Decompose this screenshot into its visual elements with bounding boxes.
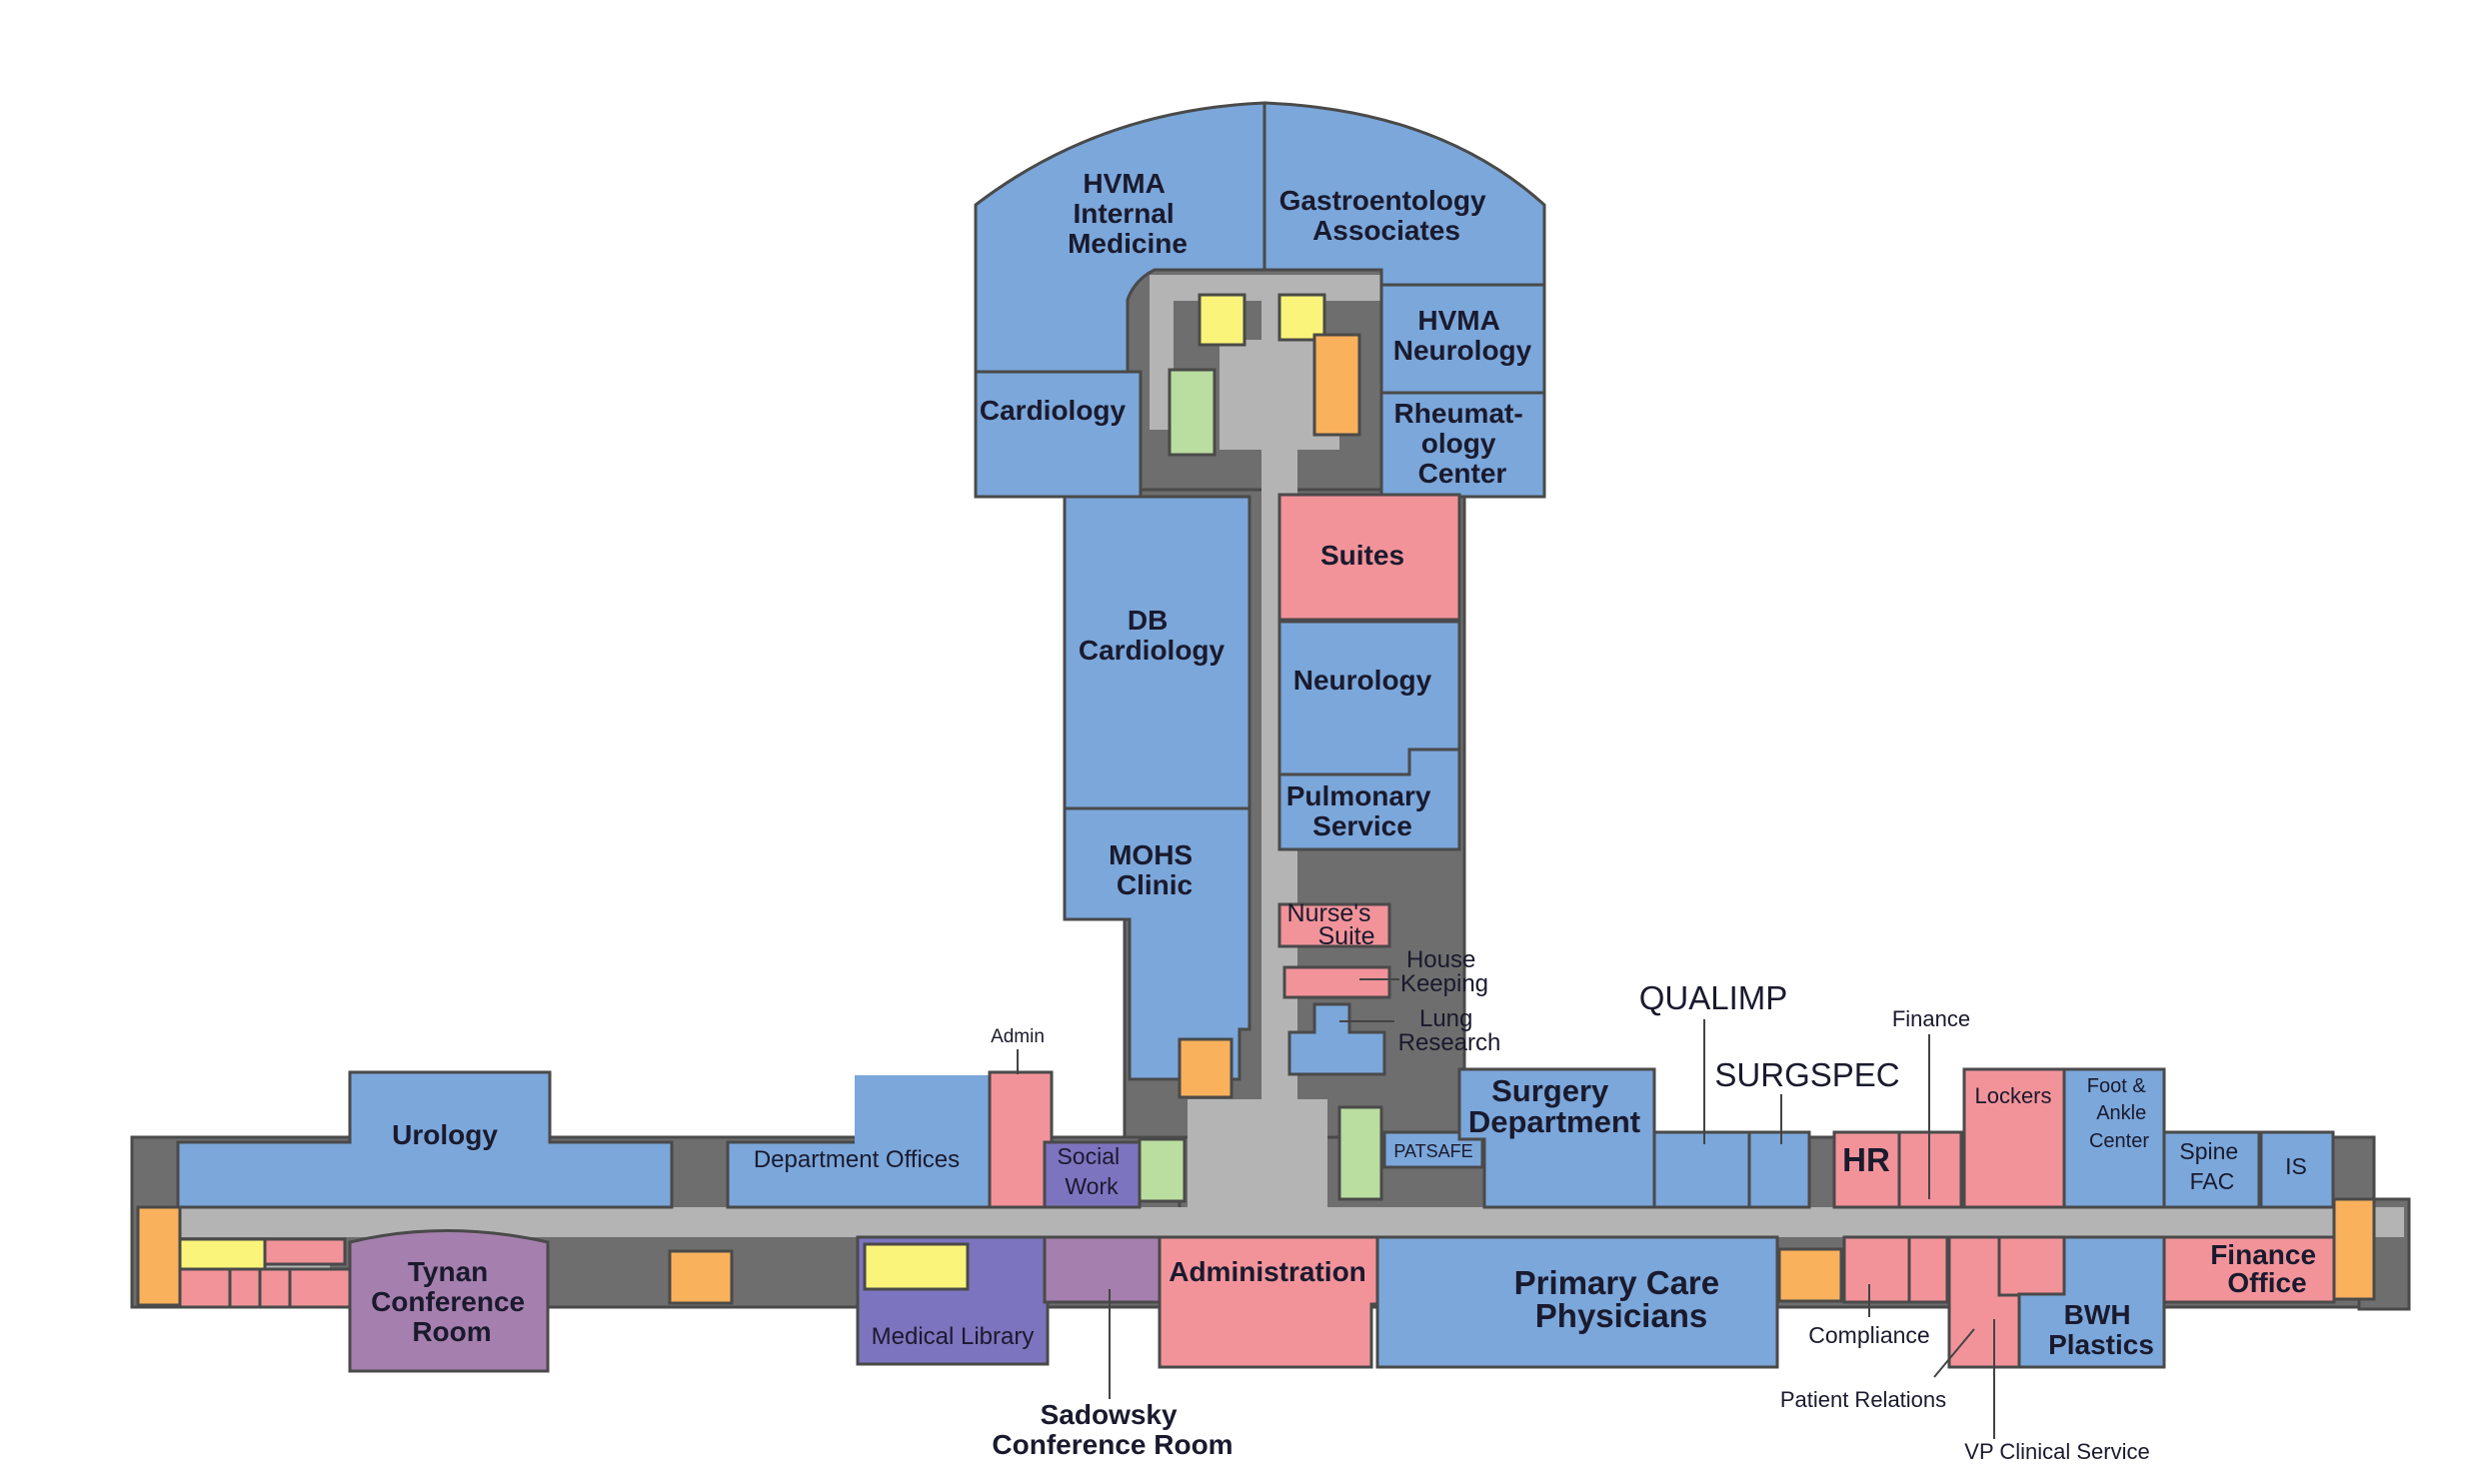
north-amenity-yellow-right — [1277, 293, 1326, 342]
label-spine-fac: Spine FAC — [2179, 1138, 2244, 1194]
label-mohs-clinic: MOHS Clinic — [1109, 839, 1201, 900]
room-rheumatology-center[interactable] — [1379, 391, 1546, 499]
label-db-cardiology: DB Cardiology — [1079, 605, 1226, 666]
room-finance-office[interactable] — [2162, 1235, 2336, 1304]
room-lockers[interactable] — [1962, 1067, 2066, 1209]
label-nurses-suite: Nurse's Suite — [1287, 899, 1378, 950]
label-qualimp: QUALIMP — [1639, 979, 1788, 1016]
label-hr: HR — [1842, 1141, 1890, 1178]
label-lung-research: Lung Research — [1398, 1005, 1501, 1056]
label-department-offices: Department Offices — [754, 1146, 960, 1173]
label-is: IS — [2285, 1153, 2307, 1179]
label-finance: Finance — [1892, 1006, 1970, 1031]
label-finance-office: Finance Office — [2210, 1239, 2324, 1298]
label-sadowsky-conference-room: Sadowsky Conference Room — [992, 1399, 1233, 1460]
label-urology: Urology — [392, 1119, 498, 1150]
tower-amenity-green-right — [1337, 1105, 1383, 1201]
leader-lines — [1017, 978, 1995, 1439]
label-lockers: Lockers — [1974, 1083, 2051, 1108]
west-amenity-orange — [136, 1205, 182, 1307]
room-patsafe[interactable] — [1382, 1130, 1484, 1169]
west-small-office — [178, 1267, 232, 1309]
leader-line-patient-relations — [1933, 1328, 1975, 1378]
north-amenity-orange — [1312, 333, 1361, 437]
room-primary-care-physicians[interactable] — [1375, 1235, 1779, 1369]
label-primary-care-physicians: Primary Care Physicians — [1514, 1264, 1729, 1334]
label-compliance: Compliance — [1808, 1322, 1929, 1348]
label-cardiology: Cardiology — [980, 395, 1127, 426]
label-rheumatology-center: Rheumat- ology Center — [1394, 398, 1531, 489]
label-hvma-internal-medicine: HVMA Internal Medicine — [1068, 168, 1188, 259]
label-administration: Administration — [1169, 1256, 1366, 1287]
room-nurses-suite[interactable] — [1277, 902, 1391, 948]
label-tynan-conference-room: Tynan Conference Room — [371, 1256, 533, 1347]
label-gastroentology-associates: Gastroentology Associates — [1279, 185, 1494, 246]
label-patsafe: PATSAFE — [1393, 1141, 1472, 1161]
room-social-work[interactable] — [1043, 1140, 1142, 1209]
label-house-keeping: House Keeping — [1400, 946, 1488, 997]
tower-amenity-green-left — [1138, 1137, 1187, 1203]
room-surgspec[interactable] — [1747, 1130, 1811, 1209]
west-amenity-orange-2 — [668, 1249, 734, 1305]
room-hvma-neurology[interactable] — [1379, 283, 1546, 395]
room-house-keeping[interactable] — [1282, 965, 1391, 999]
room-spine-fac[interactable] — [2162, 1130, 2261, 1209]
label-surgspec: SURGSPEC — [1714, 1056, 1899, 1093]
east-amenity-orange — [1777, 1247, 1843, 1303]
room-surgery-department[interactable] — [1457, 1067, 1656, 1209]
west-amenity-yellow — [178, 1237, 267, 1271]
room-is[interactable] — [2259, 1130, 2335, 1209]
room-mohs-clinic[interactable] — [1063, 806, 1251, 1081]
west-small-office — [258, 1267, 292, 1309]
room-suites[interactable] — [1277, 493, 1461, 622]
label-suites: Suites — [1320, 540, 1404, 571]
west-small-office — [228, 1267, 262, 1309]
label-neurology: Neurology — [1293, 665, 1432, 696]
tower-amenity-orange — [1178, 1037, 1234, 1099]
east-amenity-orange-far — [2332, 1197, 2376, 1301]
room-pulmonary-service[interactable] — [1277, 747, 1461, 851]
room-department-offices-upper[interactable] — [855, 1075, 990, 1145]
north-amenity-yellow-left — [1198, 293, 1246, 347]
lobby — [1188, 1099, 1327, 1219]
room-sadowsky-conference-room[interactable] — [1043, 1235, 1162, 1304]
room-lung-research[interactable] — [1287, 1002, 1386, 1076]
west-small-office — [263, 1237, 347, 1266]
west-small-office — [288, 1267, 352, 1309]
label-patient-relations: Patient Relations — [1780, 1387, 1946, 1412]
label-foot-ankle-center: Foot & Ankle Center — [2087, 1075, 2152, 1152]
room-compliance[interactable] — [1842, 1235, 1914, 1304]
room-qualimp[interactable] — [1652, 1130, 1751, 1209]
label-bwh-plastics: BWH Plastics — [2048, 1299, 2154, 1360]
north-amenity-green — [1168, 368, 1217, 457]
room-tynan-conference-room[interactable] — [348, 1229, 550, 1373]
label-pulmonary-service: Pulmonary Service — [1286, 780, 1438, 841]
label-social-work: Social Work — [1057, 1143, 1126, 1199]
room-db-cardiology[interactable] — [1063, 495, 1251, 810]
label-vp-clinical-service: VP Clinical Service — [1964, 1439, 2149, 1464]
west-small-offices — [178, 1237, 352, 1309]
room-hvma-internal-medicine[interactable] — [974, 101, 1266, 374]
room-cardiology[interactable] — [974, 370, 1143, 499]
room-hr[interactable] — [1832, 1130, 1901, 1209]
room-department-offices[interactable] — [726, 1140, 992, 1209]
room-vp-clinical-office[interactable] — [1997, 1235, 2066, 1297]
room-gastroentology-associates[interactable] — [1262, 101, 1546, 287]
label-medical-library: Medical Library — [872, 1323, 1035, 1350]
label-hvma-neurology: HVMA Neurology — [1393, 305, 1532, 366]
room-labels: HVMA Internal Medicine Gastroentology As… — [371, 168, 2324, 1464]
label-surgery-department: Surgery Department — [1468, 1073, 1640, 1139]
label-admin: Admin — [991, 1026, 1045, 1047]
room-compliance-2[interactable] — [1907, 1235, 1949, 1304]
room-urology[interactable] — [176, 1070, 674, 1209]
room-medical-library-yellow-overlay — [863, 1242, 970, 1291]
room-admin[interactable] — [988, 1070, 1054, 1209]
